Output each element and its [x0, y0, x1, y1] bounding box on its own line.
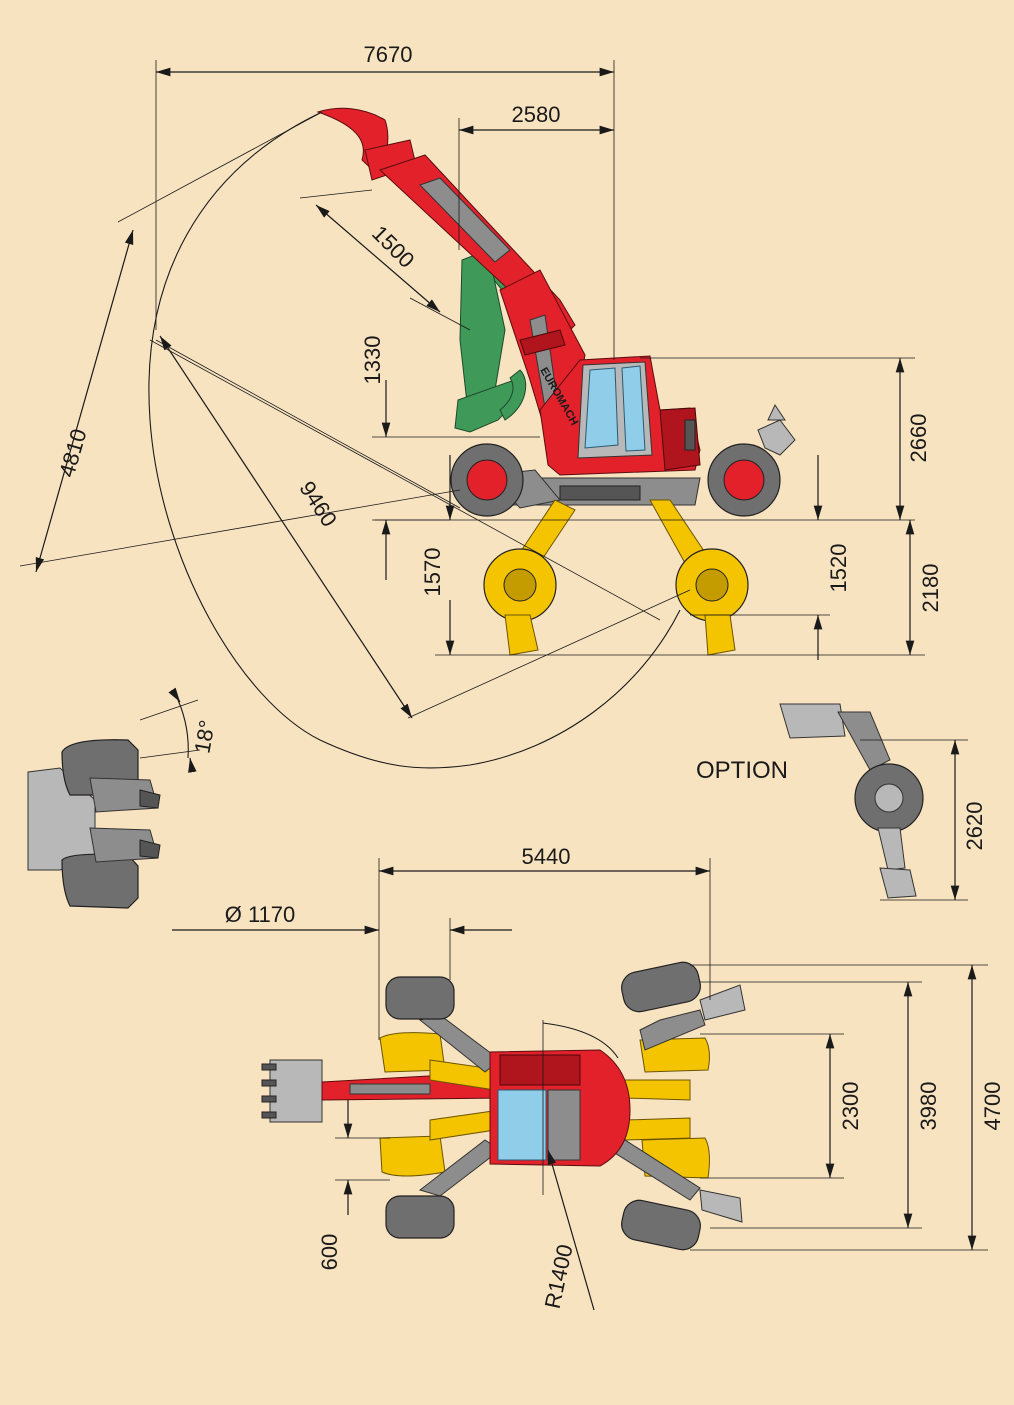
dim-1330: 1330 — [360, 336, 385, 385]
dim-R1400: R1400 — [540, 1242, 578, 1311]
dim-1570: 1570 — [420, 548, 445, 597]
dim-diameter-1170: Ø 1170 — [225, 902, 296, 927]
top-view: R1400 5440 Ø 1170 600 2300 3980 4700 — [172, 844, 1005, 1311]
boom-arm-red — [316, 107, 586, 431]
option-view: OPTION 2620 — [696, 703, 987, 901]
dim-4810: 4810 — [54, 426, 92, 480]
side-view: EUROMACH — [19, 42, 943, 769]
dim-9460: 9460 — [294, 477, 342, 532]
dim-1500: 1500 — [367, 221, 419, 273]
dim-5440: 5440 — [522, 844, 571, 869]
dim-4700: 4700 — [980, 1082, 1005, 1131]
rear-claw — [757, 403, 796, 456]
swing-radius-arc — [542, 1022, 619, 1059]
dim-2660: 2660 — [906, 414, 931, 463]
top-wheels — [385, 961, 701, 1251]
side-wheels-red — [450, 443, 781, 517]
dim-3980: 3980 — [916, 1082, 941, 1131]
legs-yellow — [483, 499, 749, 656]
dim-2620: 2620 — [962, 802, 987, 851]
dim-2300: 2300 — [838, 1082, 863, 1131]
top-body — [489, 1049, 631, 1167]
dim-18-degree: 18° — [189, 718, 219, 755]
dim-2580: 2580 — [512, 102, 561, 127]
top-arms-grey — [418, 984, 746, 1223]
front-detail-view: 18° — [27, 687, 220, 909]
top-grab — [261, 1059, 323, 1123]
dim-7670: 7670 — [364, 42, 413, 67]
dim-1520: 1520 — [826, 544, 851, 593]
dim-600: 600 — [317, 1234, 342, 1271]
option-label: OPTION — [696, 757, 788, 784]
dim-2180: 2180 — [918, 564, 943, 613]
